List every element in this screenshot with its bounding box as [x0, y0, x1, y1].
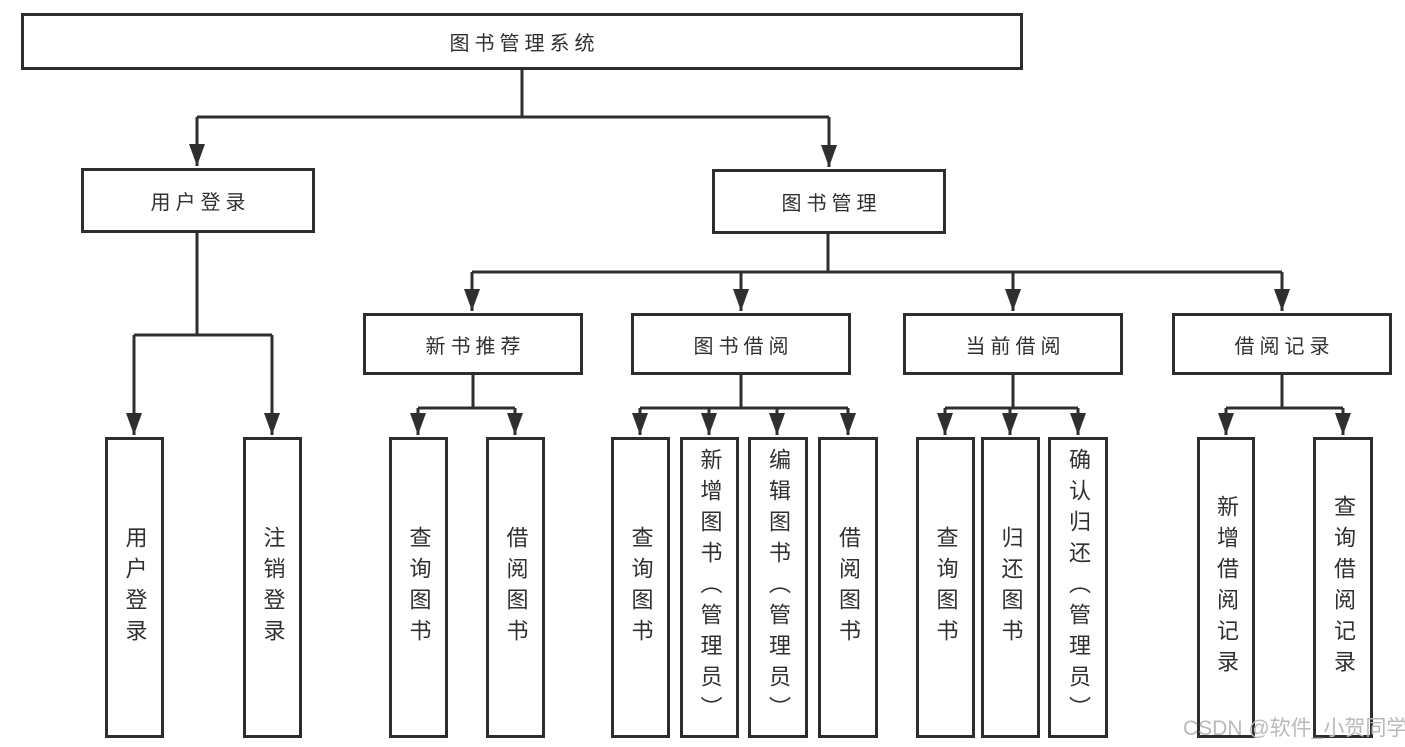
- leaf-query-books-current: 查询图书: [916, 437, 975, 738]
- leaf-borrow-books-recommend: 借阅图书: [486, 437, 545, 738]
- leaf-edit-books-admin: 编辑图书（管理员）: [748, 437, 808, 738]
- leaf-query-books-borrow: 查询图书: [611, 437, 670, 738]
- node-book-borrow: 图书借阅: [631, 313, 851, 375]
- leaf-query-books-recommend: 查询图书: [389, 437, 448, 738]
- node-current-borrow: 当前借阅: [903, 313, 1123, 375]
- watermark: CSDN @软件_小贺同学: [1183, 717, 1405, 740]
- node-new-book-recommend: 新书推荐: [363, 313, 583, 375]
- leaf-borrow-books: 借阅图书: [818, 437, 878, 738]
- leaf-query-borrow-record: 查询借阅记录: [1313, 437, 1373, 738]
- node-book-management: 图书管理: [712, 169, 946, 234]
- leaf-return-books: 归还图书: [981, 437, 1040, 738]
- node-library-system-root: 图书管理系统: [21, 13, 1023, 70]
- leaf-add-borrow-record: 新增借阅记录: [1197, 437, 1255, 738]
- node-borrow-records: 借阅记录: [1172, 313, 1392, 375]
- leaf-logout: 注销登录: [243, 437, 302, 738]
- leaf-add-books-admin: 新增图书（管理员）: [680, 437, 739, 738]
- leaf-user-login: 用户登录: [105, 437, 164, 738]
- leaf-confirm-return-admin: 确认归还（管理员）: [1048, 437, 1108, 738]
- node-user-login: 用户登录: [81, 168, 315, 233]
